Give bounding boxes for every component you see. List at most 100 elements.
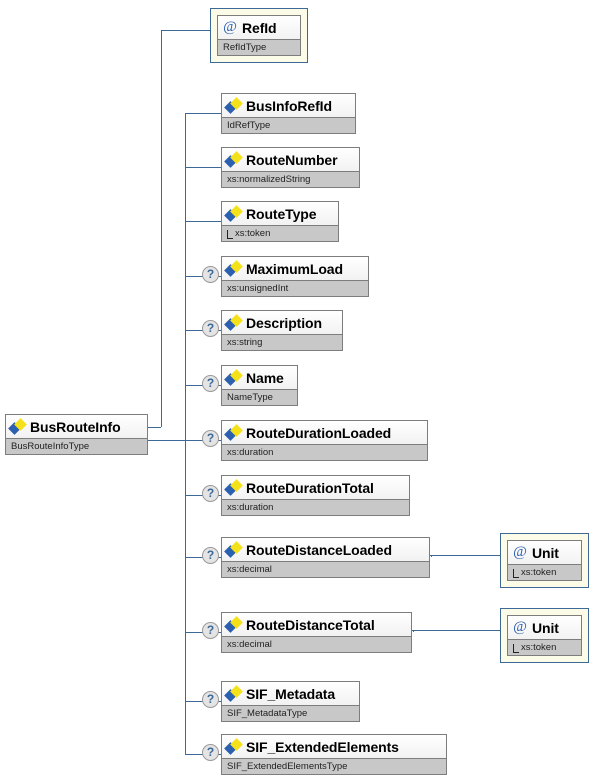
node-name-label: RouteDurationLoaded: [246, 424, 392, 441]
node-name-label: SIF_ExtendedElements: [246, 738, 399, 755]
node-type-label: IdRefType: [222, 117, 355, 133]
element-icon: [224, 368, 243, 386]
element-icon: [224, 96, 243, 114]
node-box: Description xs:string: [221, 310, 343, 351]
node-name-label: RouteDistanceTotal: [246, 616, 375, 633]
node-type-label: xs:decimal: [222, 561, 429, 577]
node-type-label: xs:token: [222, 225, 338, 241]
node-title-bar: BusRouteInfo: [6, 415, 147, 438]
node-name-label: MaximumLoad: [246, 260, 343, 277]
node-name-label: RouteDistanceLoaded: [246, 541, 392, 558]
optional-marker-icon: ?: [202, 485, 219, 502]
element-node-maximumload[interactable]: MaximumLoad xs:unsignedInt: [221, 256, 369, 297]
node-title-bar: RouteDurationLoaded: [222, 421, 427, 444]
restriction-icon: [227, 229, 233, 239]
node-name-label: RefId: [242, 19, 277, 36]
node-box: RouteDurationTotal xs:duration: [221, 475, 410, 516]
connector-segment: [185, 221, 221, 222]
node-title-bar: SIF_Metadata: [222, 682, 359, 705]
connector-segment: [185, 113, 221, 114]
node-title-bar: @RefId: [218, 16, 300, 39]
connector-segment: [185, 113, 186, 754]
node-type-label: SIF_MetadataType: [222, 705, 359, 721]
node-type-label: SIF_ExtendedElementsType: [222, 758, 446, 774]
element-icon: [8, 417, 27, 435]
element-icon: [224, 204, 243, 222]
connector-segment: [430, 555, 500, 556]
node-box: RouteNumber xs:normalizedString: [221, 147, 360, 188]
node-box: @ Unit xs:token: [507, 615, 582, 656]
connector-segment: [412, 630, 500, 631]
element-node-routedistancetotal[interactable]: RouteDistanceTotal xs:decimal: [221, 612, 412, 653]
node-title-bar: BusInfoRefId: [222, 94, 355, 117]
node-title-bar: @ Unit: [508, 541, 581, 564]
optional-marker-icon: ?: [202, 320, 219, 337]
node-type-label: xs:string: [222, 334, 342, 350]
optional-marker-icon: ?: [202, 691, 219, 708]
element-icon: [224, 423, 243, 441]
node-title-bar: @ Unit: [508, 616, 581, 639]
node-name-label: BusInfoRefId: [246, 97, 332, 114]
node-name-label: RouteNumber: [246, 151, 338, 168]
element-node-routenumber[interactable]: RouteNumber xs:normalizedString: [221, 147, 360, 188]
node-type-label: xs:normalizedString: [222, 171, 359, 187]
connector-segment: [148, 440, 185, 441]
node-type-label: xs:duration: [222, 444, 427, 460]
restriction-icon: [513, 643, 519, 653]
node-type-label: xs:decimal: [222, 636, 411, 652]
node-box: MaximumLoad xs:unsignedInt: [221, 256, 369, 297]
element-icon: [224, 478, 243, 496]
node-box: RouteDistanceTotal xs:decimal: [221, 612, 412, 653]
attribute-node-unit[interactable]: @ Unit xs:token: [500, 608, 589, 663]
node-title-bar: RouteDistanceLoaded: [222, 538, 429, 561]
attribute-icon: @: [513, 619, 527, 635]
element-node-routedistanceloaded[interactable]: RouteDistanceLoaded xs:decimal: [221, 537, 430, 578]
node-title-bar: RouteDistanceTotal: [222, 613, 411, 636]
element-icon: [224, 150, 243, 168]
node-title-bar: RouteType: [222, 202, 338, 225]
element-icon: [224, 259, 243, 277]
node-title-bar: Name: [222, 366, 297, 389]
element-node-routedurationtotal[interactable]: RouteDurationTotal xs:duration: [221, 475, 410, 516]
node-name-label: Unit: [532, 619, 559, 636]
connector-segment: [413, 630, 414, 632]
node-name-label: Unit: [532, 544, 559, 561]
node-name-label: BusRouteInfo: [30, 418, 121, 435]
node-name-label: RouteType: [246, 205, 317, 222]
node-type-label: xs:token: [508, 639, 581, 655]
attribute-node-unit[interactable]: @ Unit xs:token: [500, 533, 589, 588]
attribute-icon: @: [513, 544, 527, 560]
node-title-bar: MaximumLoad: [222, 257, 368, 280]
node-type-label: xs:duration: [222, 499, 409, 515]
element-icon: [224, 313, 243, 331]
node-box: RouteDurationLoaded xs:duration: [221, 420, 428, 461]
node-name-label: SIF_Metadata: [246, 685, 336, 702]
element-node-routedurationloaded[interactable]: RouteDurationLoaded xs:duration: [221, 420, 428, 461]
optional-marker-icon: ?: [202, 430, 219, 447]
node-type-label: xs:unsignedInt: [222, 280, 368, 296]
element-node-description[interactable]: Description xs:string: [221, 310, 343, 351]
node-type-label: RefIdType: [218, 39, 300, 55]
optional-marker-icon: ?: [202, 547, 219, 564]
node-name-label: Description: [246, 314, 322, 331]
node-box: @ Unit xs:token: [507, 540, 582, 581]
node-title-bar: Description: [222, 311, 342, 334]
restriction-icon: [513, 568, 519, 578]
element-icon: [224, 737, 243, 755]
node-type-label: xs:token: [508, 564, 581, 580]
node-type-label: NameType: [222, 389, 297, 405]
optional-marker-icon: ?: [202, 375, 219, 392]
element-node-routetype[interactable]: RouteType xs:token: [221, 201, 339, 242]
node-name-label: RouteDurationTotal: [246, 479, 374, 496]
